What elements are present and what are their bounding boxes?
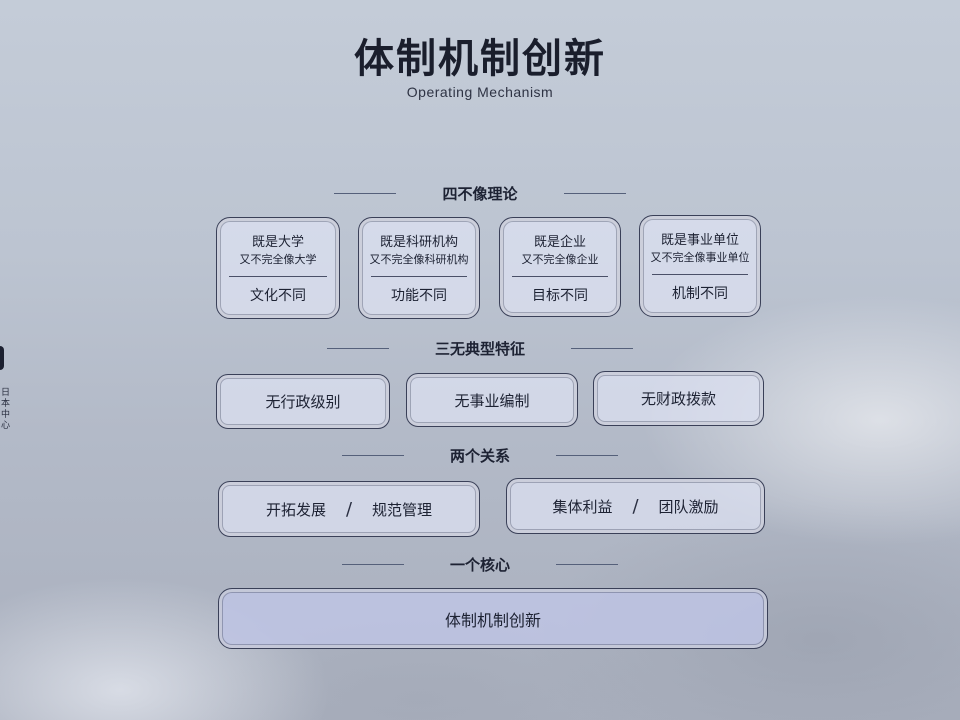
side-marker bbox=[0, 346, 4, 370]
relation-separator: / bbox=[345, 498, 353, 520]
core-item: 体制机制创新 bbox=[218, 588, 768, 649]
section-heading-two-relations: 两个关系 bbox=[0, 443, 960, 467]
relation-right-label: 团队激励 bbox=[658, 497, 719, 516]
relation-separator: / bbox=[632, 495, 639, 517]
heading-rule-right bbox=[571, 347, 633, 349]
card-enterprise: 既是企业 又不完全像企业 目标不同 bbox=[499, 217, 621, 317]
feature-label: 无财政拨款 bbox=[640, 390, 716, 408]
section-heading-three-none: 三无典型特征 bbox=[0, 336, 960, 360]
card-line1: 既是企业 bbox=[533, 235, 586, 250]
card-line1: 既是大学 bbox=[251, 235, 304, 250]
feature-no-staffing: 无事业编制 bbox=[406, 373, 578, 427]
relation-pair-development: 开拓发展 / 规范管理 bbox=[218, 481, 480, 537]
card-footer: 目标不同 bbox=[532, 288, 588, 304]
card-research-institute: 既是科研机构 又不完全像科研机构 功能不同 bbox=[358, 217, 480, 319]
feature-no-fiscal-funding: 无财政拨款 bbox=[593, 371, 764, 426]
section-heading-label: 三无典型特征 bbox=[434, 339, 525, 358]
card-line2: 又不完全像企业 bbox=[521, 253, 599, 266]
heading-rule-left bbox=[341, 563, 404, 565]
section-heading-one-core: 一个核心 bbox=[0, 552, 960, 576]
card-divider bbox=[512, 276, 608, 277]
heading-rule-left bbox=[341, 454, 404, 456]
heading-rule-left bbox=[334, 192, 397, 194]
section-heading-label: 两个关系 bbox=[449, 446, 510, 465]
card-line1: 既是事业单位 bbox=[660, 233, 739, 248]
heading-rule-right bbox=[556, 454, 618, 456]
relation-pair-interests: 集体利益 / 团队激励 bbox=[506, 478, 765, 534]
card-line2: 又不完全像大学 bbox=[239, 253, 317, 266]
card-university: 既是大学 又不完全像大学 文化不同 bbox=[216, 217, 340, 319]
card-footer: 机制不同 bbox=[672, 286, 728, 302]
section-heading-label: 一个核心 bbox=[449, 555, 510, 574]
page-title: 体制机制创新 bbox=[354, 35, 606, 82]
heading-rule-left bbox=[326, 347, 389, 349]
card-footer: 功能不同 bbox=[391, 288, 447, 304]
page-subtitle: Operating Mechanism bbox=[406, 84, 554, 100]
card-public-institution: 既是事业单位 又不完全像事业单位 机制不同 bbox=[639, 215, 761, 317]
card-line2: 又不完全像事业单位 bbox=[650, 251, 750, 264]
feature-label: 无事业编制 bbox=[454, 391, 530, 410]
card-footer: 文化不同 bbox=[250, 288, 306, 304]
card-line1: 既是科研机构 bbox=[379, 235, 458, 250]
core-label: 体制机制创新 bbox=[444, 610, 541, 630]
card-divider bbox=[371, 276, 467, 277]
relation-left-label: 开拓发展 bbox=[265, 500, 326, 519]
section-heading-label: 四不像理论 bbox=[442, 184, 518, 203]
card-divider bbox=[229, 276, 327, 277]
relation-left-label: 集体利益 bbox=[552, 497, 613, 516]
card-line2: 又不完全像科研机构 bbox=[369, 253, 469, 266]
heading-rule-right bbox=[556, 563, 618, 565]
relation-right-label: 规范管理 bbox=[372, 500, 433, 519]
heading-rule-right bbox=[563, 192, 626, 194]
feature-no-admin-rank: 无行政级别 bbox=[216, 374, 390, 429]
section-heading-four-unlike: 四不像理论 bbox=[0, 181, 960, 205]
feature-label: 无行政级别 bbox=[265, 393, 341, 411]
side-caption: 日本中心 bbox=[1, 388, 11, 431]
card-divider bbox=[652, 274, 748, 275]
